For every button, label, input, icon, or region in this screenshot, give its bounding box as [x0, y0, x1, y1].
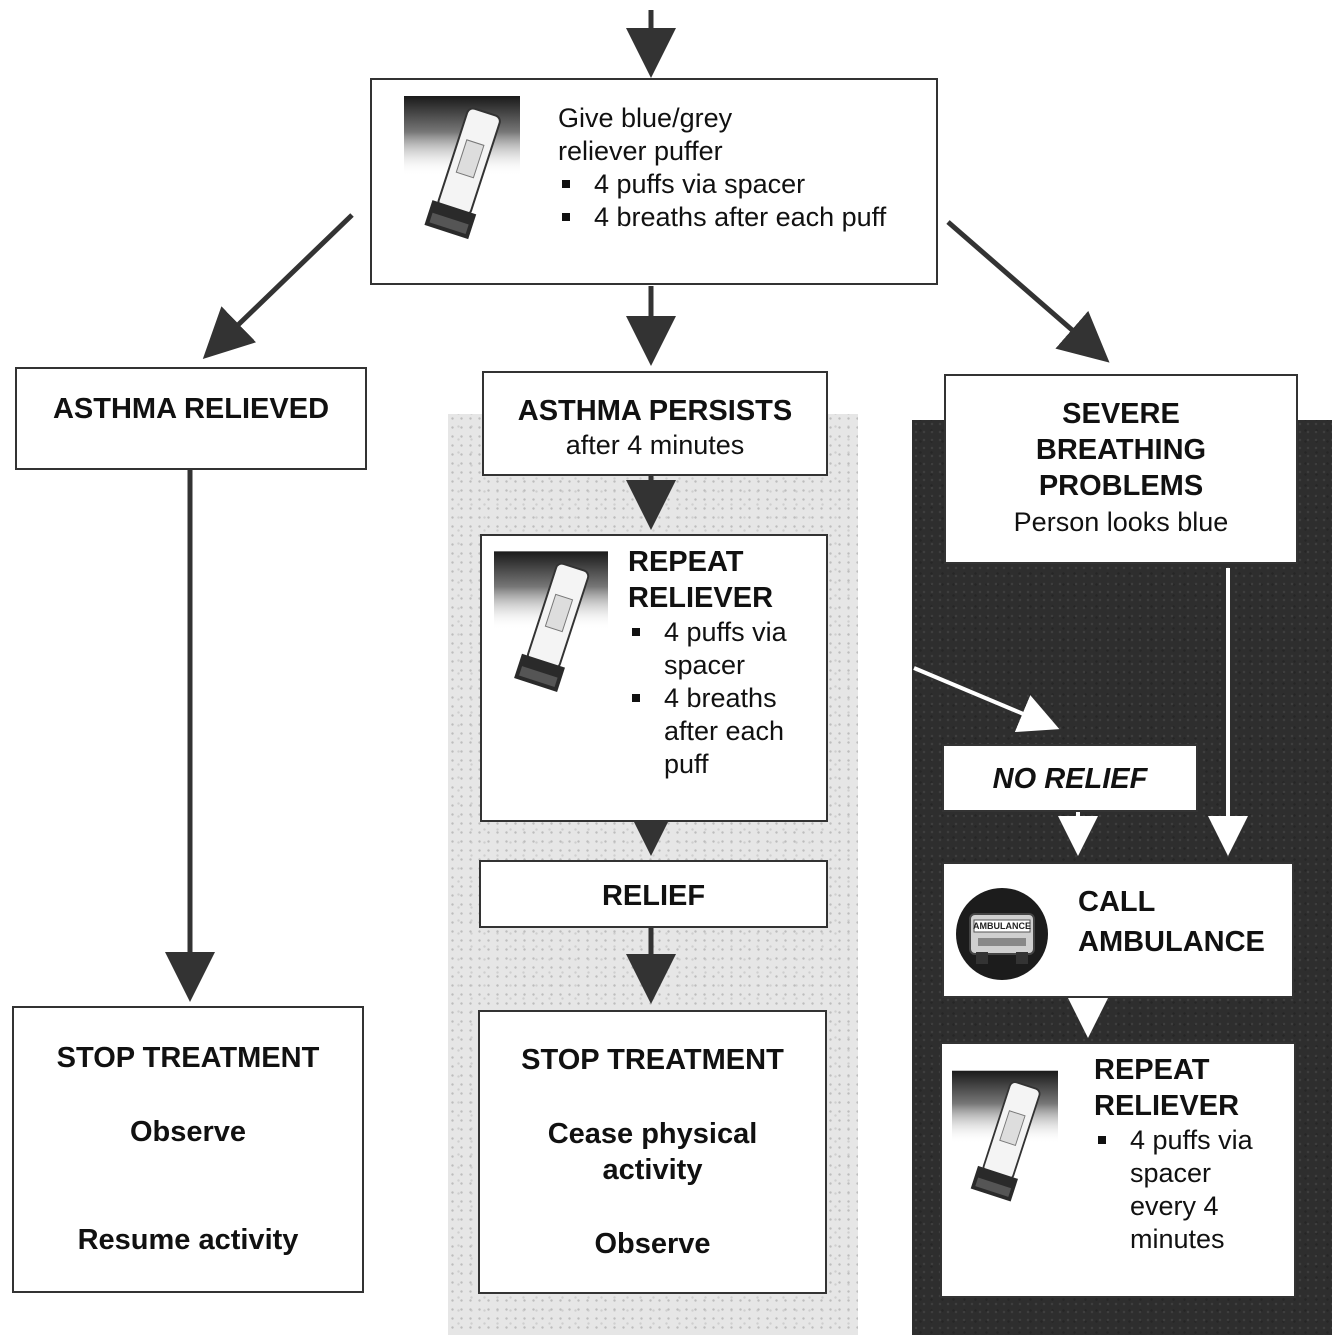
relief-label: RELIEF: [601, 880, 706, 912]
severe-title-1: SEVERE: [1062, 398, 1180, 430]
start-bullet-2: 4 breaths after each puff: [558, 201, 886, 234]
ambulance-icon: AMBULANCE: [956, 888, 1048, 980]
relieved-resume: Resume activity: [77, 1224, 299, 1256]
persists-repeat-title-2: RELIEVER: [628, 582, 774, 614]
severe-box: SEVERE BREATHING PROBLEMS Person looks b…: [944, 374, 1298, 564]
persists-bullet-2-line-1: 4 breaths: [664, 683, 777, 713]
relieved-stop-title: STOP TREATMENT: [56, 1042, 320, 1074]
persists-stop-title: STOP TREATMENT: [521, 1044, 784, 1076]
severe-bullet-line-3: every 4: [1130, 1191, 1219, 1221]
persists-box: ASTHMA PERSISTS after 4 minutes: [482, 371, 828, 476]
inhaler-icon: [952, 1070, 1058, 1202]
relieved-box: ASTHMA RELIEVED: [15, 367, 367, 470]
ambulance-icon-text: AMBULANCE: [973, 921, 1031, 931]
severe-subtitle: Person looks blue: [1013, 507, 1229, 537]
relieved-observe: Observe: [129, 1116, 247, 1148]
arrow-repeat-norelief: [913, 666, 1060, 733]
call-label-2: AMBULANCE: [1078, 926, 1265, 958]
persists-observe: Observe: [594, 1228, 711, 1260]
no-relief-box: NO RELIEF: [942, 744, 1198, 812]
start-bullet-1: 4 puffs via spacer: [558, 168, 886, 201]
inhaler-icon: [494, 551, 608, 692]
persists-bullet-2: 4 breaths after each puff: [628, 682, 787, 781]
persists-cease-line-2: activity: [602, 1154, 703, 1186]
relieved-title: ASTHMA RELIEVED: [52, 393, 330, 425]
call-label-1: CALL: [1078, 886, 1156, 918]
severe-repeat-box: REPEAT RELIEVER 4 puffs via spacer every…: [940, 1042, 1296, 1298]
relieved-stop-box: STOP TREATMENT Observe Resume activity: [12, 1006, 364, 1293]
relief-box: RELIEF: [479, 860, 828, 928]
severe-title-3: PROBLEMS: [1038, 470, 1204, 502]
start-line2: reliever puffer: [558, 136, 723, 166]
persists-bullet-1: 4 puffs via spacer: [628, 616, 787, 682]
persists-subtitle: after 4 minutes: [565, 430, 745, 460]
start-box: Give blue/grey reliever puffer 4 puffs v…: [370, 78, 938, 285]
severe-bullet-line-4: minutes: [1130, 1224, 1225, 1254]
persists-title: ASTHMA PERSISTS: [517, 395, 793, 427]
arrow-to-relieved: [202, 213, 354, 359]
severe-repeat-title-1: REPEAT: [1094, 1054, 1210, 1086]
start-line1: Give blue/grey: [558, 103, 733, 133]
persists-bullet-1-line-1: 4 puffs via: [664, 617, 787, 647]
persists-stop-box: STOP TREATMENT Cease physical activity O…: [478, 1010, 827, 1294]
severe-bullet-line-2: spacer: [1130, 1158, 1212, 1188]
severe-repeat-title-2: RELIEVER: [1094, 1090, 1240, 1122]
persists-bullet-2-line-2: after each: [664, 716, 785, 746]
no-relief-label: NO RELIEF: [992, 763, 1148, 795]
arrow-to-severe: [946, 220, 1110, 363]
call-ambulance-box: AMBULANCE CALL AMBULANCE: [942, 862, 1294, 998]
persists-bullet-1-line-2: spacer: [664, 650, 746, 680]
persists-cease-line-1: Cease physical: [547, 1118, 758, 1150]
severe-title-2: BREATHING: [1035, 434, 1207, 466]
inhaler-icon: [404, 96, 520, 240]
severe-bullet-line-1: 4 puffs via: [1130, 1125, 1253, 1155]
persists-bullet-2-line-3: puff: [664, 749, 709, 779]
persists-repeat-title-1: REPEAT: [628, 546, 744, 578]
persists-repeat-box: REPEAT RELIEVER 4 puffs via spacer 4 bre…: [480, 534, 828, 822]
severe-bullet: 4 puffs via spacer every 4 minutes: [1094, 1124, 1253, 1256]
